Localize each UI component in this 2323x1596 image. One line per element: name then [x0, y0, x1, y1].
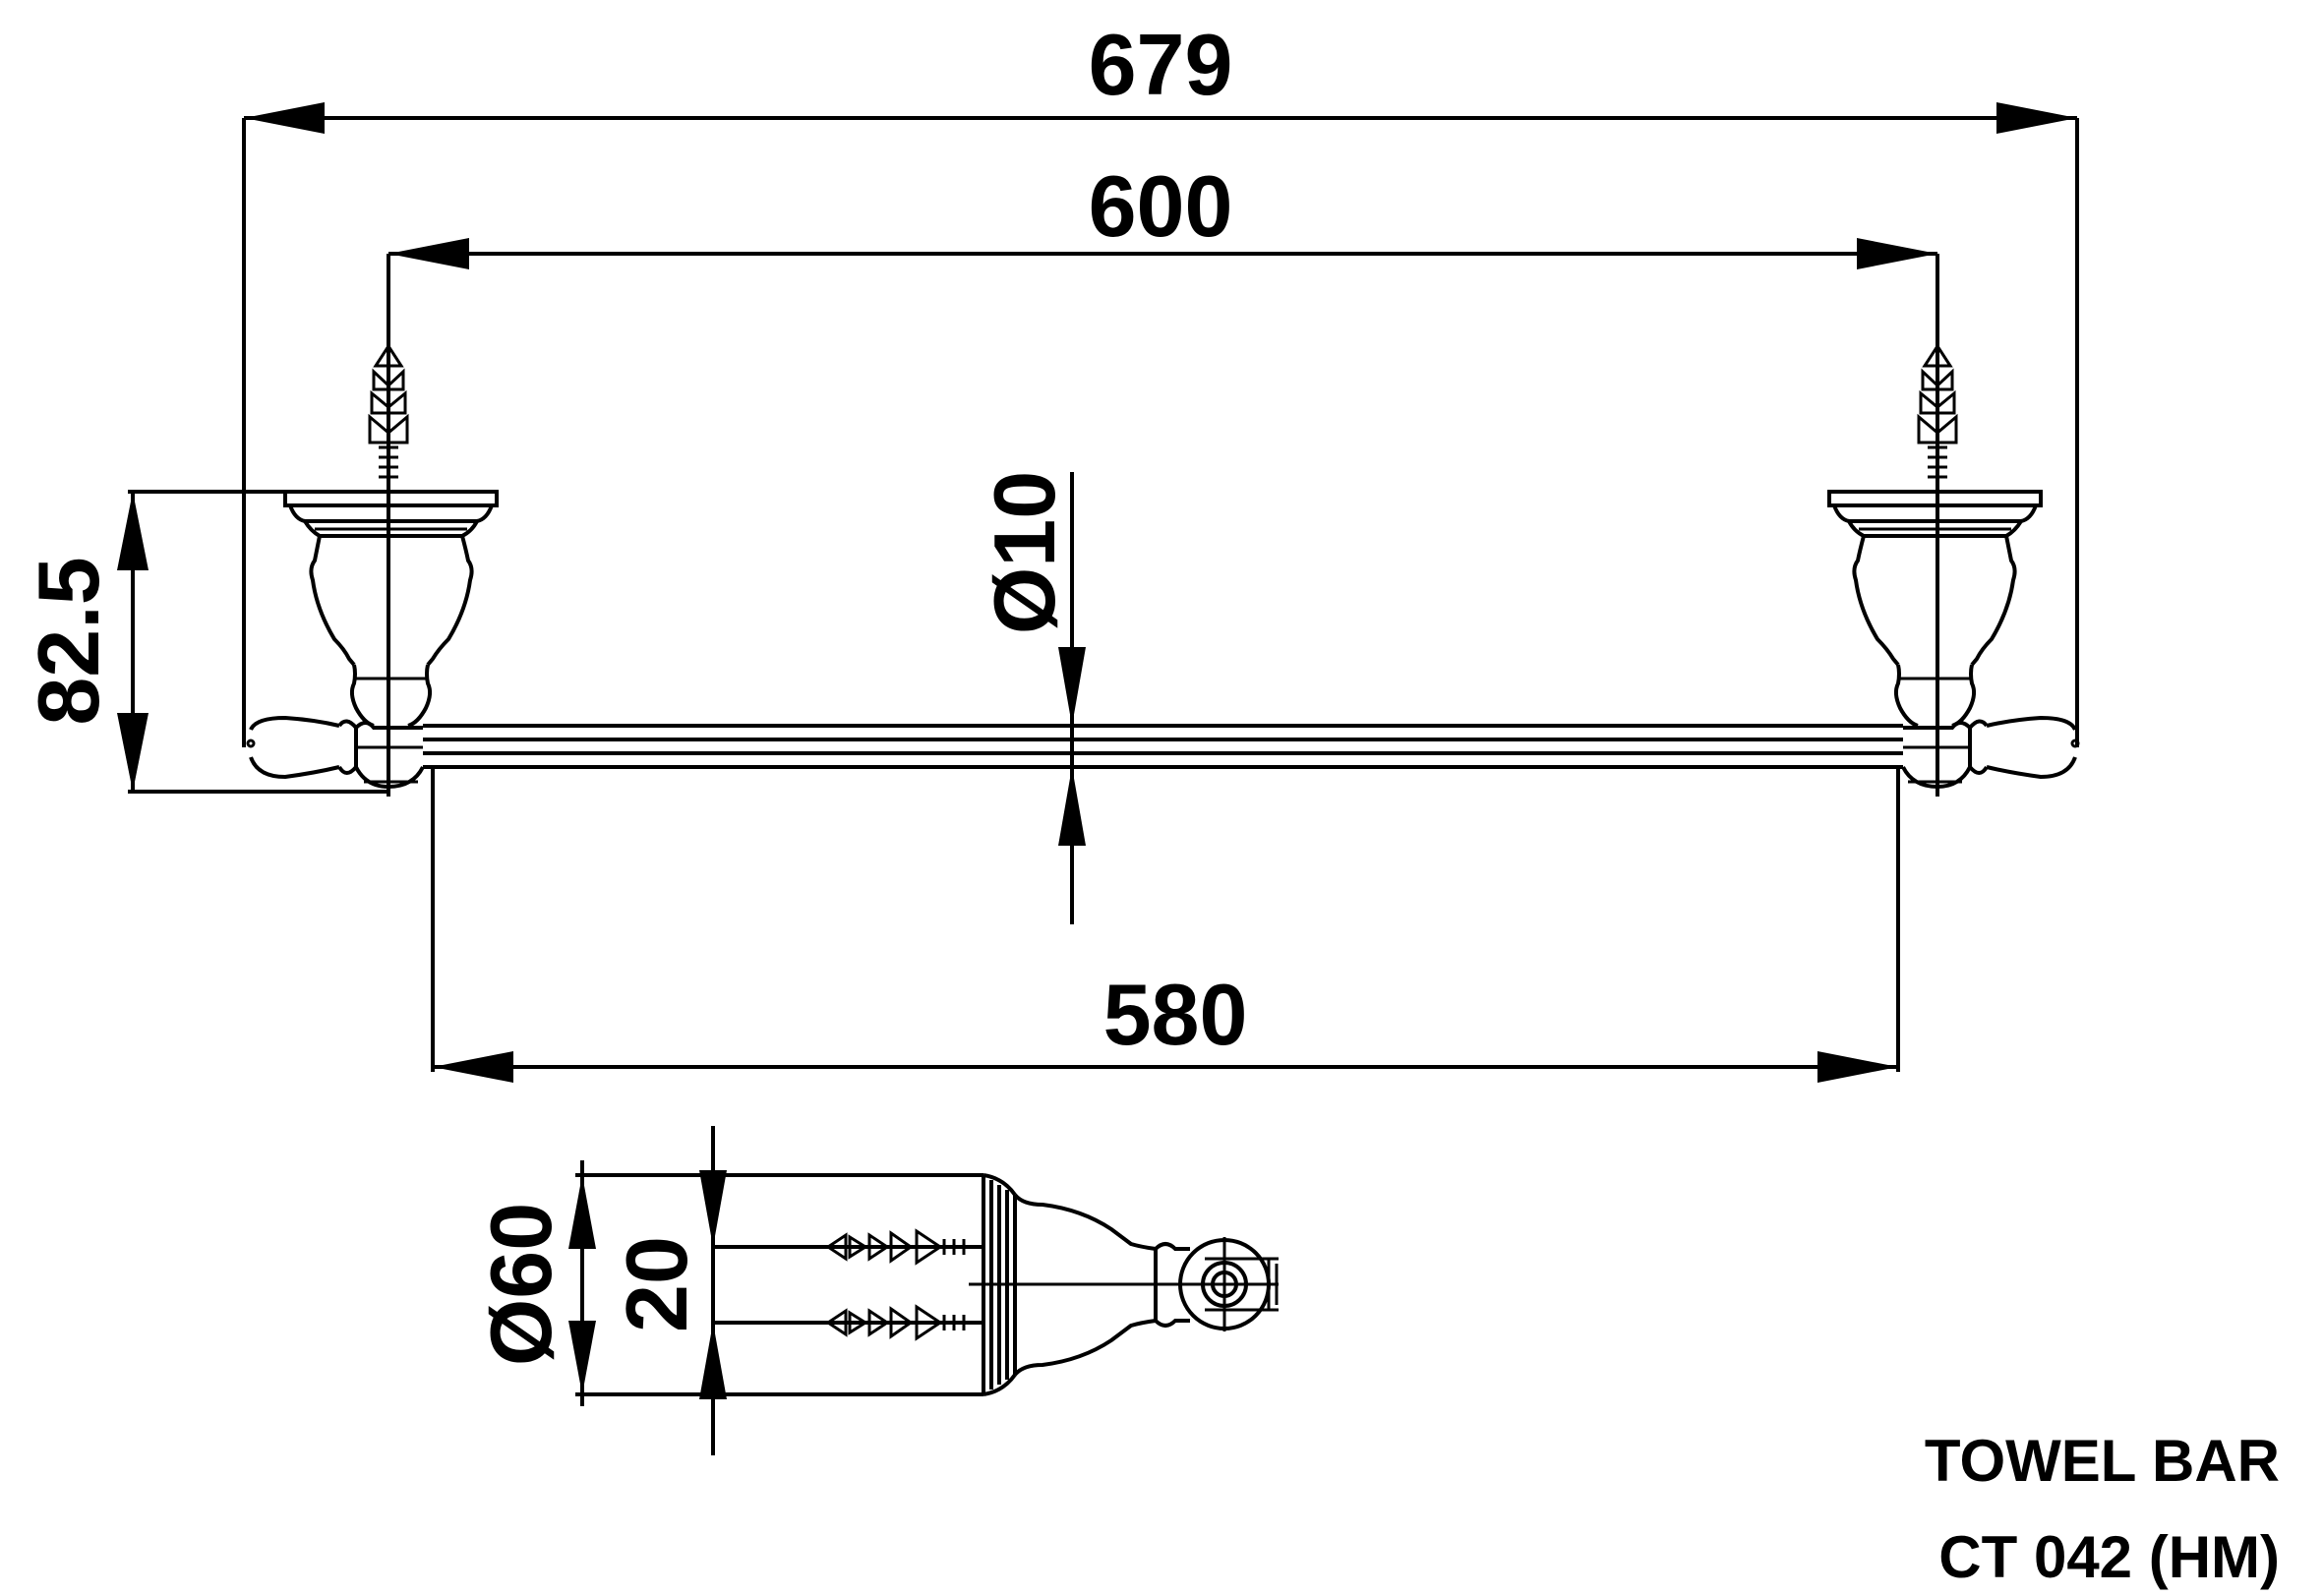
model-number: CT 042 (HM) [1938, 1524, 2280, 1590]
dim-20-label: 20 [608, 1236, 705, 1332]
dim-projection: 82.5 [20, 490, 497, 794]
left-wall-anchor [368, 343, 409, 497]
right-end-socket [1901, 715, 2080, 790]
right-wall-flange [1827, 490, 2043, 728]
title-block: TOWEL BAR CT 042 (HM) [1925, 1428, 2280, 1590]
side-view: Ø60 20 [472, 1126, 1279, 1455]
dim-base-diameter: Ø60 [472, 1160, 983, 1406]
side-anchor-upper [825, 1228, 983, 1266]
left-end-socket [246, 715, 425, 790]
dim-mount-spacing: 20 [608, 1126, 983, 1455]
dim-82-5-label: 82.5 [20, 557, 117, 725]
right-bracket [1827, 343, 2080, 790]
dim-600-label: 600 [1089, 157, 1233, 255]
side-anchor-lower [825, 1304, 983, 1341]
left-wall-flange [283, 490, 499, 728]
dim-center-distance: 600 [387, 157, 1939, 797]
front-view: 679 600 82.5 [20, 16, 2080, 1083]
dim-bar-diameter: Ø10 [976, 471, 1086, 924]
dim-679-label: 679 [1089, 16, 1233, 113]
left-bracket [246, 343, 499, 790]
side-bar-socket [1154, 1237, 1279, 1331]
product-name: TOWEL BAR [1925, 1428, 2280, 1494]
dim-overall-length: 679 [242, 16, 2079, 747]
side-base-body [969, 1173, 1279, 1396]
towel-bar-rod [423, 724, 1903, 769]
dim-base-diameter-label: Ø60 [472, 1203, 569, 1366]
dim-580-label: 580 [1103, 966, 1248, 1063]
dim-bar-length: 580 [431, 767, 1900, 1083]
right-wall-anchor [1917, 343, 1958, 497]
dim-bar-diameter-label: Ø10 [976, 471, 1073, 634]
